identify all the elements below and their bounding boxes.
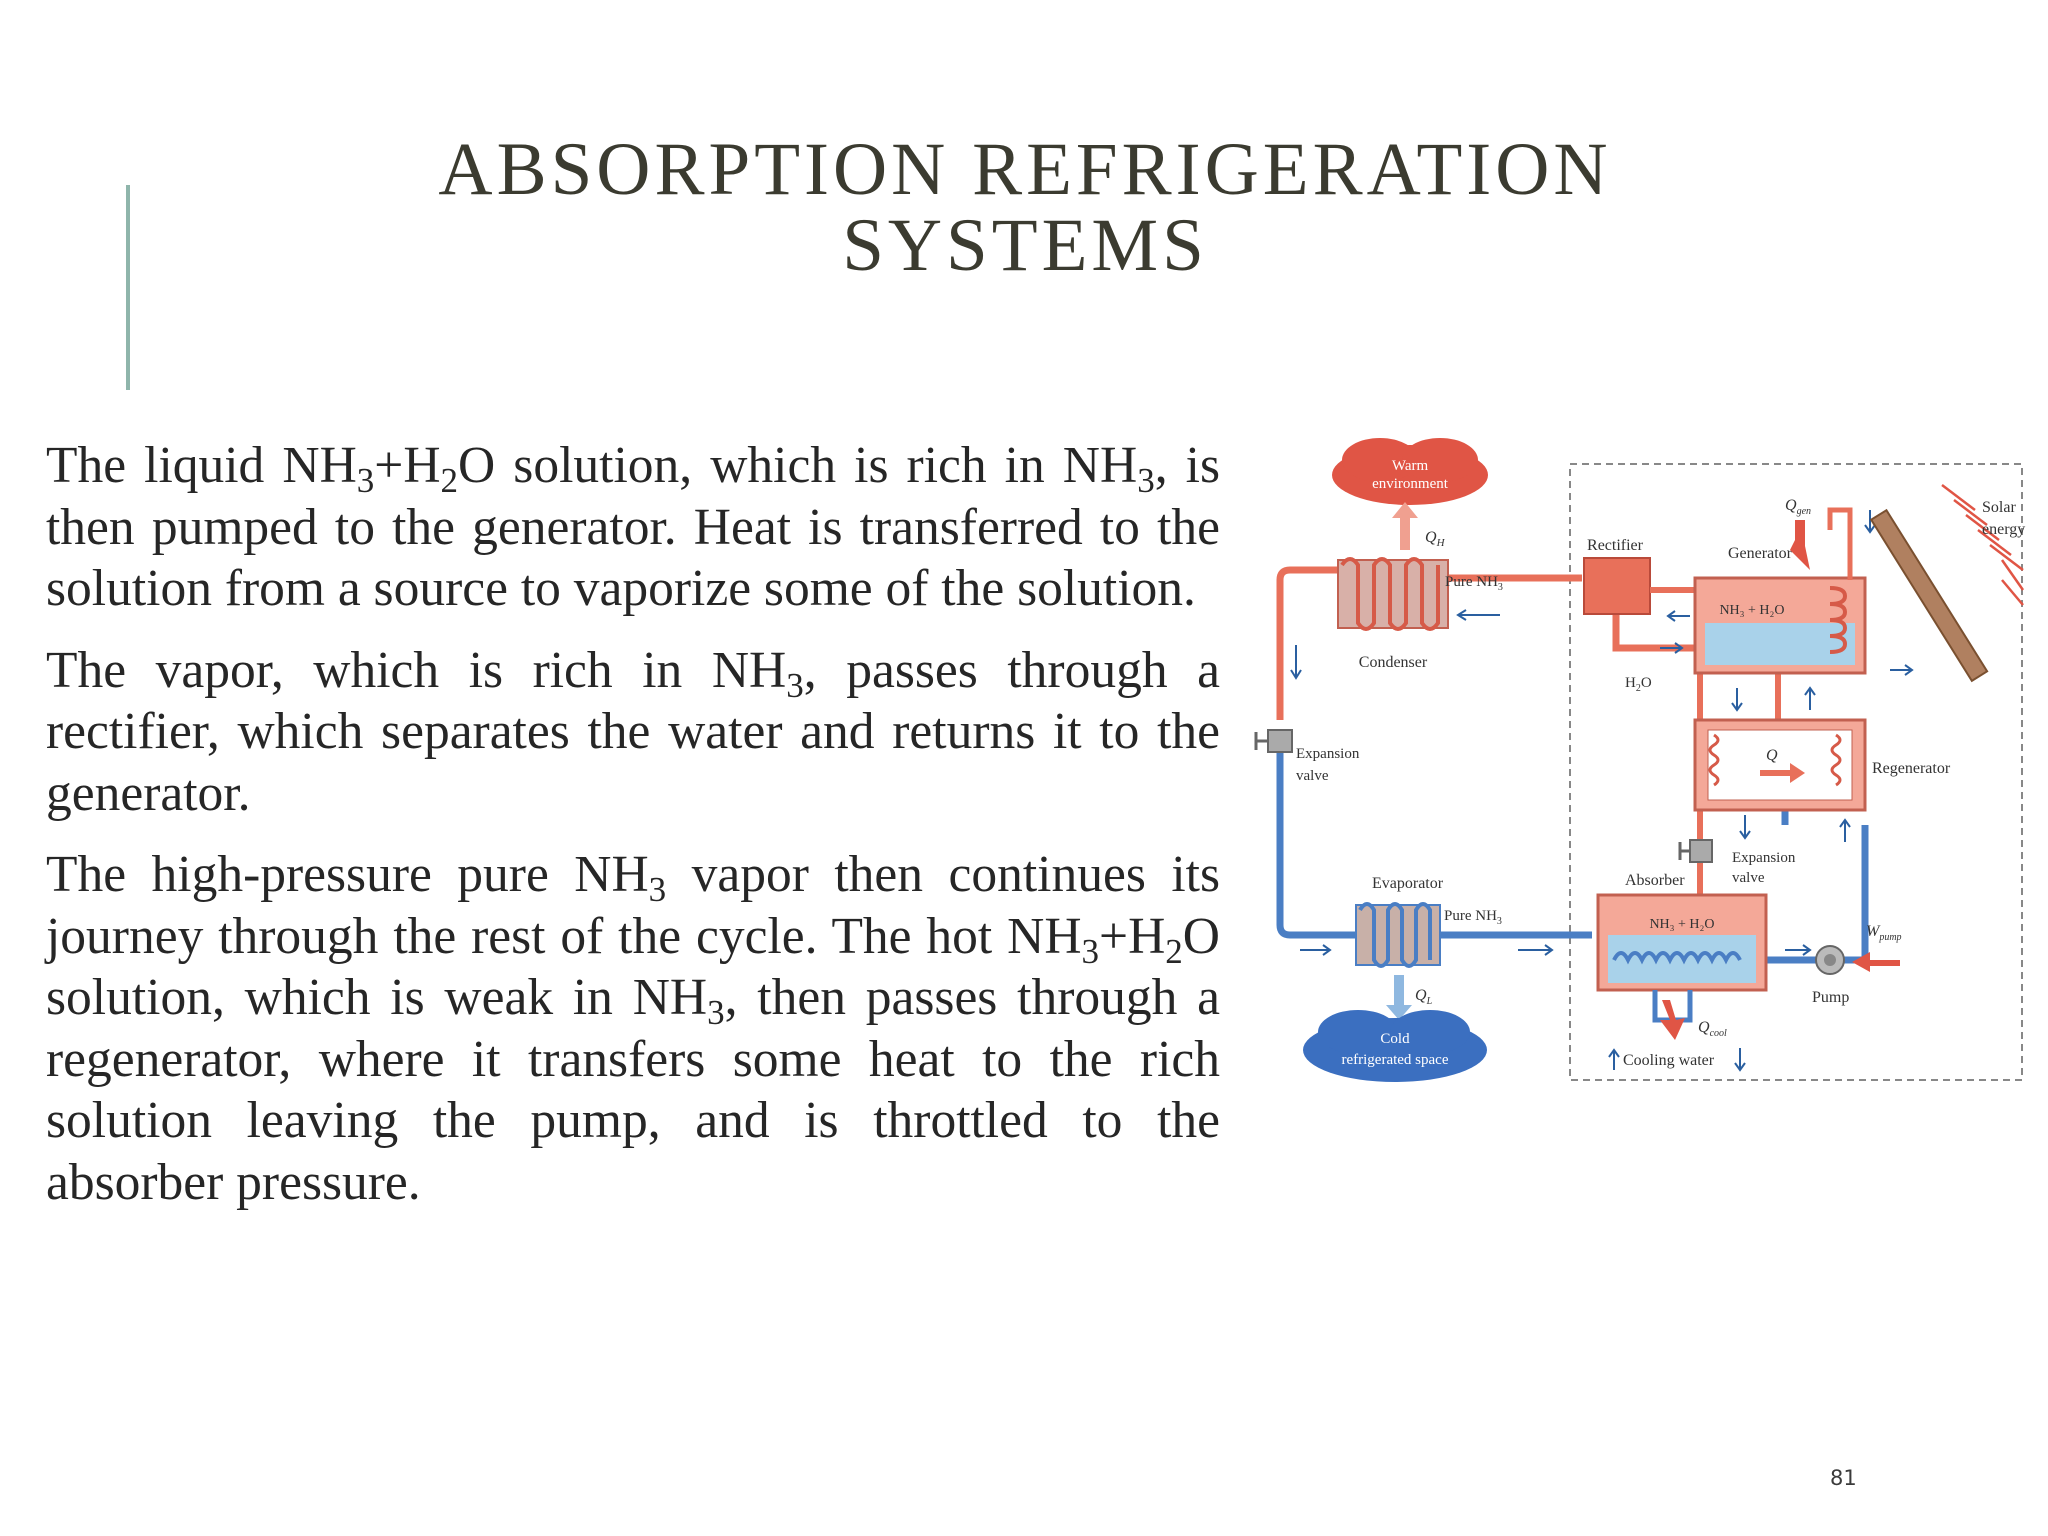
flow-arrow-gen-right [1864,510,1876,534]
system-boundary [1569,463,2023,1081]
q-cool-arrow [1660,1000,1685,1040]
q-cool-label: Qcool [1698,1019,1727,1039]
paragraph-1: The liquid NH3+H2O solution, which is ri… [46,437,1221,617]
solar-collector [1869,508,1989,683]
cold-space-cloud: Cold refrigerated space [1303,1010,1487,1082]
generator-label: Generator [1728,545,1793,562]
q-gen-label: Qgen [1785,497,1811,517]
flow-arrow-gen-in [1666,610,1690,622]
absorber: NH₃ + H₂O [1596,893,1768,992]
warm-env-label-1: Warm [1392,458,1429,474]
generator-solution-label: NH₃ + H₂O [1719,603,1784,618]
h2o-label: H2O [1625,675,1652,694]
absorption-system-diagram: Warm environment QH Condenser Pure NH3 R… [1254,438,2025,1082]
flow-arrow-to-pump [1785,944,1812,956]
cooling-water-in-arrow [1608,1048,1620,1070]
rectifier [1583,557,1651,615]
flow-arrow-left-down [1290,645,1302,680]
q-h-arrow [1392,502,1418,550]
regen-q-label: Q [1766,747,1778,764]
cold-pipes [1276,750,1869,964]
expansion-valve-left-label-2: valve [1296,768,1329,784]
absorber-label: Absorber [1625,872,1685,889]
solar-label-2: energy [1982,521,2025,538]
flow-arrow-top [1456,609,1500,621]
flow-arrow-gen-up [1804,686,1816,710]
condenser [1337,557,1449,631]
cold-space-label-1: Cold [1380,1031,1410,1047]
cooling-water-out-arrow [1734,1048,1746,1072]
regenerator: Q [1693,718,1867,812]
flow-arrow-gen-down [1731,688,1743,712]
pure-nh3-bottom-label: Pure NH3 [1444,908,1502,927]
pump-icon [1815,945,1845,975]
paragraph-3: The high-pressure pure NH3 vapor then co… [46,846,1221,1211]
q-gen-arrow [1790,520,1810,570]
w-pump-label: Wpump [1866,923,1902,943]
condenser-label: Condenser [1359,654,1428,671]
pure-nh3-top-label: Pure NH3 [1445,574,1503,593]
flow-arrow-regen-up [1839,818,1851,842]
paragraph-2: The vapor, which is rich in NH3, passes … [46,641,1220,822]
evaporator [1355,902,1441,968]
title-line-1: ABSORPTION REFRIGERATION [438,128,1612,212]
generator: NH₃ + H₂O [1693,576,1867,675]
expansion-valve-right-label-1: Expansion [1732,850,1796,866]
expansion-valve-right-icon [1678,839,1713,863]
expansion-valve-left-label-1: Expansion [1296,746,1360,762]
expansion-valve-left-icon [1254,729,1293,753]
expansion-valve-right-label-2: valve [1732,870,1765,886]
flow-arrow-bottom-right [1518,944,1554,956]
cooling-water-label: Cooling water [1623,1052,1715,1069]
flow-arrow-bottom-left [1300,944,1332,956]
title-line-2: SYSTEMS [842,204,1208,288]
q-l-arrow [1386,975,1412,1020]
q-l-label: QL [1415,987,1433,1007]
slide-title: ABSORPTION REFRIGERATION SYSTEMS [300,132,1750,284]
flow-arrow-h2o [1660,642,1684,654]
accent-bar [126,185,130,390]
solar-label-1: Solar [1982,499,2016,516]
flow-arrow-gen-out [1890,664,1914,676]
flow-arrow-regen-down [1739,815,1751,840]
warm-env-label-2: environment [1372,476,1449,492]
w-pump-arrow [1852,952,1900,972]
solar-rays [1941,484,2025,606]
cold-space-label-2: refrigerated space [1341,1052,1448,1068]
pump-label: Pump [1812,989,1849,1006]
absorber-solution-label: NH₃ + H₂O [1649,917,1714,932]
page-number: 81 [1830,1466,1857,1490]
body-text: The liquid NH3+H2O solution, which is ri… [46,435,1220,1233]
evaporator-label: Evaporator [1372,875,1444,892]
warm-environment-cloud: Warm environment [1332,438,1488,505]
q-h-label: QH [1425,529,1446,549]
regenerator-label: Regenerator [1872,760,1951,777]
rectifier-label: Rectifier [1587,537,1644,554]
hot-pipes [1276,566,1700,720]
